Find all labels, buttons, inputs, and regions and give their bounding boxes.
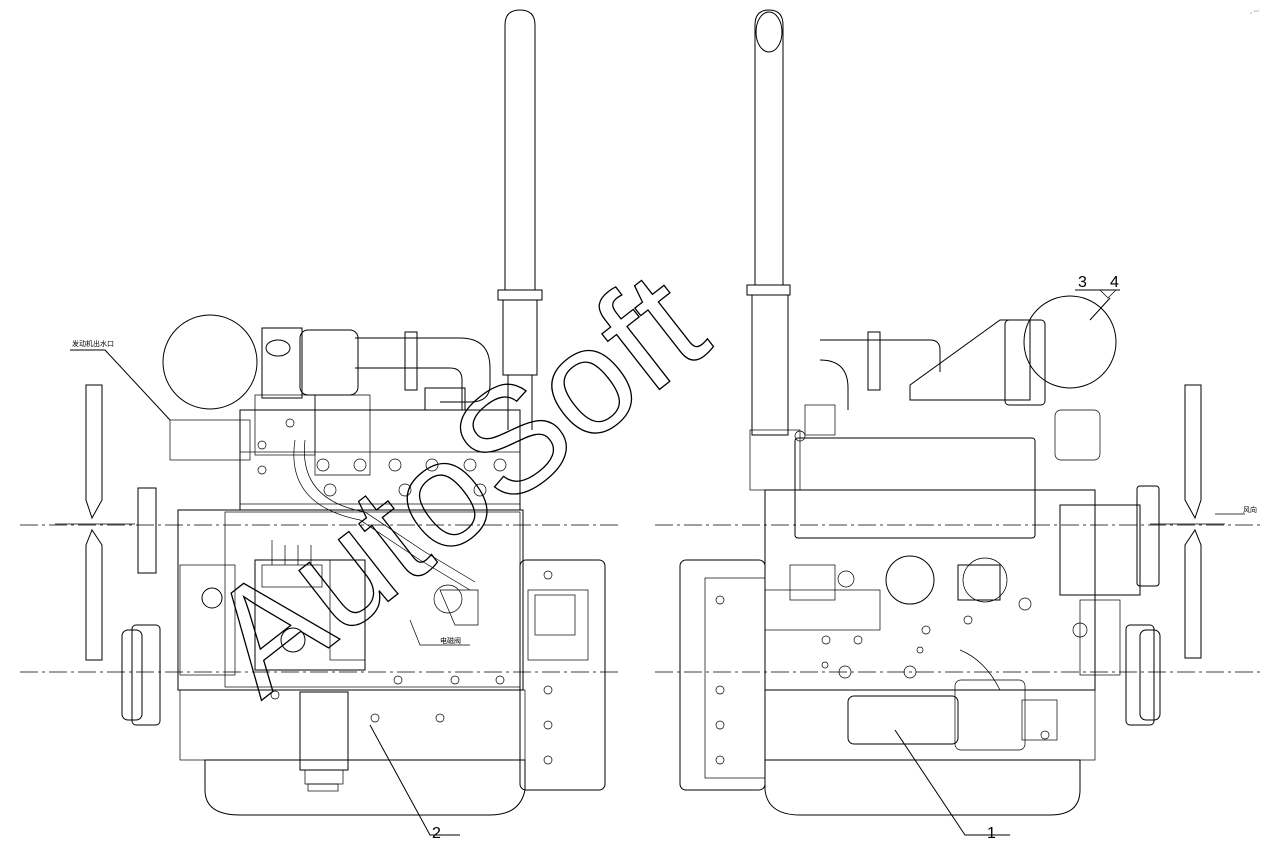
left-exhaust-stack [497, 9, 543, 430]
right-valve-cover [794, 437, 1036, 539]
right-fan-blades [1150, 384, 1225, 659]
left-manifold-bolts [257, 418, 507, 497]
left-fan-blades [55, 384, 135, 661]
left-exhaust-elbow [355, 337, 491, 403]
left-flywheel-housing [519, 559, 606, 791]
left-fan-hub [137, 487, 157, 574]
watermark: AutoSoft [178, 239, 735, 726]
leader-lines [70, 289, 1245, 836]
callout-1: 1 [987, 825, 996, 842]
annotation-notes: 发动机出水口 电磁阀 风向 [72, 339, 1257, 645]
left-turbocharger [299, 329, 359, 396]
left-oil-pan [204, 759, 526, 816]
note-engine-outlet: 发动机出水口 [72, 339, 114, 348]
note-solenoid-valve: 电磁阀 [440, 636, 461, 645]
right-exhaust-elbow [819, 359, 849, 410]
callout-2: 2 [432, 825, 441, 842]
right-flywheel-housing [679, 559, 766, 791]
note-wind-direction: 风向 [1243, 505, 1257, 514]
right-intake-housing [909, 319, 1031, 401]
right-oil-pan [764, 759, 1081, 816]
right-air-cleaner [1023, 295, 1117, 389]
left-air-cleaner [162, 314, 258, 410]
callout-3: 3 [1078, 274, 1087, 291]
corner-mark: ₒ ˢᵒᶠ [1250, 10, 1260, 16]
callout-4: 4 [1110, 274, 1119, 291]
callout-labels: 1 2 3 4 [432, 274, 1119, 842]
right-starter-motor [847, 695, 959, 745]
right-engine-view [679, 9, 1225, 816]
right-fan-drive [1059, 504, 1141, 596]
right-exhaust-stack [746, 9, 791, 436]
left-engine-view [55, 9, 606, 816]
